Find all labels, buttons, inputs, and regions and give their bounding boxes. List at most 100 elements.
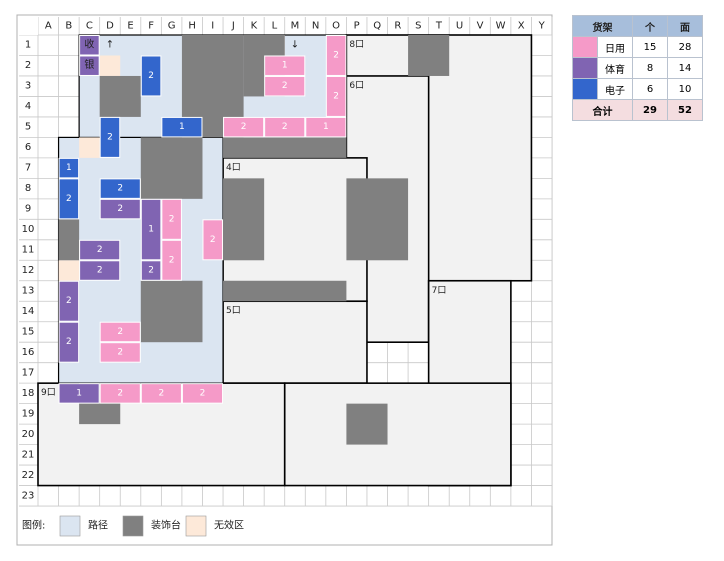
- electronics-faces: 10: [667, 78, 703, 100]
- shelf-face-count: 2: [117, 184, 123, 194]
- legend-swatch: [185, 515, 207, 537]
- daily-shelf: [99, 383, 141, 404]
- legend-label: 路径: [88, 519, 108, 532]
- daily-shelf: [99, 342, 141, 363]
- shelf-face-count: 2: [117, 327, 123, 337]
- sports-shelf: [58, 383, 100, 404]
- electronics-shelf: [99, 116, 121, 158]
- row-header: 3: [25, 81, 31, 92]
- total-label: 合计: [572, 99, 633, 121]
- decor-stand: [346, 403, 388, 445]
- total-count: 29: [632, 99, 668, 121]
- zone-label: 4口: [226, 163, 241, 173]
- cell-text-labels: 收银↑↓: [84, 38, 299, 71]
- shelf-face-count: 2: [169, 255, 175, 265]
- column-header: C: [86, 21, 93, 32]
- shelf-face-count: 2: [117, 204, 123, 214]
- cell-label: ↓: [291, 40, 299, 51]
- stats-header-shelf: 货架: [572, 15, 633, 37]
- legend-label: 无效区: [214, 519, 244, 532]
- electronics-count: 6: [632, 78, 668, 100]
- shelf-face-count: 1: [66, 163, 72, 173]
- zone-label: 7口: [432, 286, 447, 296]
- invalid-cell: [79, 137, 100, 158]
- decor-stand: [58, 219, 80, 261]
- row-header: 23: [22, 490, 35, 501]
- shelf-face-count: 2: [241, 122, 247, 132]
- electronics-shelf: [58, 178, 80, 220]
- cell-label: ↑: [106, 40, 114, 51]
- stats-header-row: 货架 个 面: [572, 15, 703, 37]
- column-header: P: [354, 21, 360, 32]
- column-header: Q: [373, 21, 381, 32]
- row-header: 2: [25, 60, 31, 71]
- legend-swatch: [59, 515, 81, 537]
- column-header: G: [168, 21, 176, 32]
- shelf-face-count: 2: [117, 347, 123, 357]
- sports-shelf: [79, 35, 100, 56]
- row-header: 17: [22, 367, 35, 378]
- row-header: 20: [22, 429, 35, 440]
- invalid-cell: [99, 55, 121, 76]
- sports-shelf: [79, 55, 100, 76]
- column-header: T: [435, 21, 443, 32]
- zone-labels: 8口 6口 7口 4口 5口 9口: [41, 40, 446, 398]
- row-header: 22: [22, 470, 35, 481]
- row-header: 6: [25, 142, 31, 153]
- column-header: S: [415, 21, 421, 32]
- row-header: 10: [22, 224, 35, 235]
- daily-shelf: [161, 198, 182, 240]
- zone-area: [283, 382, 512, 487]
- shelf-face-count: 2: [282, 122, 288, 132]
- daily-shelf: [161, 239, 182, 281]
- shelf-face-count: 1: [76, 388, 82, 398]
- shelf-face-count: 2: [97, 245, 103, 255]
- sports-shelf: [79, 260, 121, 281]
- decor-stands: [58, 35, 450, 445]
- shelf-face-count: 2: [282, 81, 288, 91]
- shelf-face-count: 2: [333, 91, 339, 101]
- column-header: Y: [538, 21, 546, 32]
- stats-header-faces: 面: [667, 15, 703, 37]
- column-header: V: [477, 21, 484, 32]
- sports-shelf: [140, 260, 162, 281]
- column-header: M: [291, 21, 300, 32]
- zone-label: 8口: [349, 40, 364, 50]
- shelf-face-count: 1: [179, 122, 185, 132]
- sports-count: 8: [632, 57, 668, 79]
- sports-shelf: [58, 321, 80, 363]
- daily-shelf: [264, 75, 306, 97]
- row-header: 5: [25, 122, 31, 133]
- shelf-face-count: 1: [323, 122, 329, 132]
- shelf-face-count: 2: [148, 71, 154, 81]
- sports-label: 体育: [597, 57, 633, 79]
- daily-shelf: [202, 219, 224, 261]
- shelf-face-count: 2: [107, 132, 113, 142]
- decor-stand: [223, 137, 347, 158]
- row-header: 1: [25, 40, 31, 51]
- stats-row-electronics: 电子 6 10: [572, 78, 703, 100]
- row-header: 4: [25, 101, 31, 112]
- stats-row-total: 合计 29 52: [572, 99, 703, 121]
- daily-count: 15: [632, 36, 668, 58]
- column-header: L: [272, 21, 278, 32]
- row-header: 7: [25, 163, 31, 174]
- legend: 图例:路径装饰台无效区: [22, 515, 244, 537]
- zone-label: 5口: [226, 306, 241, 316]
- column-header: W: [496, 21, 506, 32]
- daily-shelf: [325, 35, 347, 76]
- decor-stand: [408, 35, 450, 76]
- zone-label: 6口: [349, 81, 364, 91]
- zone-label: 9口: [41, 388, 56, 398]
- column-header: J: [231, 21, 235, 32]
- daily-shelf: [140, 383, 182, 404]
- column-header: B: [65, 21, 72, 32]
- column-header: D: [106, 21, 114, 32]
- column-header: H: [188, 21, 196, 32]
- row-header: 18: [22, 388, 35, 399]
- column-header: X: [518, 21, 525, 32]
- column-header: E: [127, 21, 133, 32]
- shelf-face-count: 2: [66, 194, 72, 204]
- daily-label: 日用: [597, 36, 633, 58]
